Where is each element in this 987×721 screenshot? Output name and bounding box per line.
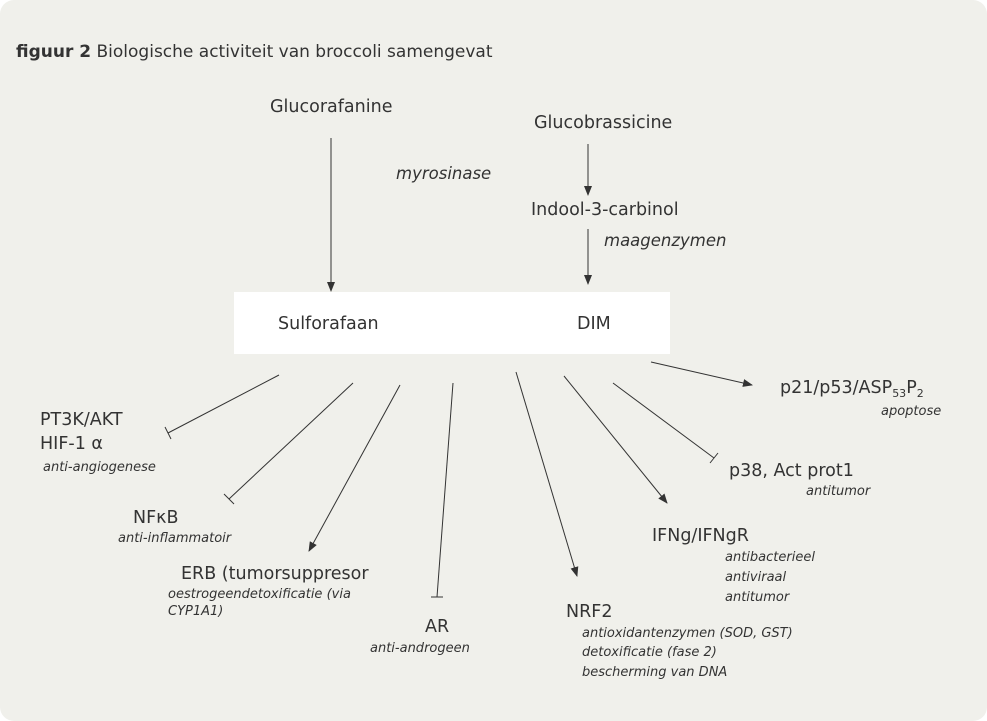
inhibit-nfkb-bar bbox=[223, 493, 235, 505]
node-ifng-ifngr: IFNg/IFNgR bbox=[652, 526, 749, 546]
node-pt3k-akt: PT3K/AKT bbox=[40, 410, 123, 430]
inhibit-p38 bbox=[612, 382, 715, 459]
inhibit-nfkb bbox=[228, 382, 354, 500]
node-dim: DIM bbox=[577, 314, 611, 334]
figure-caption: figuur 2 Biologische activiteit van broc… bbox=[16, 42, 493, 62]
node-hif-1a: HIF-1 α bbox=[40, 434, 103, 454]
p21-label-sub2: 2 bbox=[916, 387, 924, 400]
node-nrf2: NRF2 bbox=[566, 602, 613, 622]
arrow-ifng bbox=[563, 375, 668, 504]
arrow-nrf2 bbox=[515, 371, 579, 577]
node-erb: ERB (tumorsuppresor bbox=[181, 564, 369, 584]
p21-label-main: p21/p53/ASP bbox=[780, 378, 893, 398]
inhibit-pt3k bbox=[167, 374, 280, 434]
node-p21-p53: p21/p53/ASP53P2 bbox=[780, 378, 924, 400]
arrow-erb bbox=[308, 384, 401, 552]
enzyme-myrosinase: myrosinase bbox=[396, 164, 492, 183]
note-antitumor-ifng: antitumor bbox=[725, 590, 790, 605]
note-apoptose: apoptose bbox=[881, 404, 942, 419]
note-erb-2: CYP1A1) bbox=[168, 604, 224, 619]
note-anti-inflammatoir: anti-inflammatoir bbox=[118, 531, 232, 546]
note-nrf2-2: detoxificatie (fase 2) bbox=[582, 645, 717, 660]
note-antiviraal: antiviraal bbox=[725, 570, 787, 585]
note-nrf2-3: bescherming van DNA bbox=[582, 665, 728, 680]
enzyme-maagenzymen: maagenzymen bbox=[604, 231, 727, 250]
arrow-p21 bbox=[650, 361, 753, 387]
note-anti-angiogenese: anti-angiogenese bbox=[43, 460, 156, 475]
node-indool-3-carbinol: Indool-3-carbinol bbox=[531, 200, 679, 220]
figure-title: Biologische activiteit van broccoli same… bbox=[96, 42, 493, 62]
node-p38-act-prot1: p38, Act prot1 bbox=[729, 461, 854, 481]
node-nfkb: NFκB bbox=[133, 508, 179, 528]
p21-label-mid: P bbox=[906, 378, 917, 398]
node-sulforafaan: Sulforafaan bbox=[278, 314, 379, 334]
note-nrf2-1: antioxidantenzymen (SOD, GST) bbox=[582, 626, 793, 641]
p21-label-sub1: 53 bbox=[892, 387, 907, 400]
node-glucorafanine: Glucorafanine bbox=[270, 97, 393, 117]
note-antitumor-p38: antitumor bbox=[806, 484, 871, 499]
products-box bbox=[234, 292, 670, 354]
inhibit-ar bbox=[436, 382, 454, 598]
inhibit-p38-bar bbox=[709, 452, 719, 464]
note-anti-androgeen: anti-androgeen bbox=[370, 641, 470, 656]
note-antibacterieel: antibacterieel bbox=[725, 550, 815, 565]
node-glucobrassicine: Glucobrassicine bbox=[534, 113, 673, 133]
note-erb-1: oestrogeendetoxificatie (via bbox=[168, 587, 351, 602]
figure-label: figuur 2 bbox=[16, 42, 92, 62]
inhibit-pt3k-bar bbox=[164, 426, 172, 440]
node-ar: AR bbox=[425, 617, 450, 637]
